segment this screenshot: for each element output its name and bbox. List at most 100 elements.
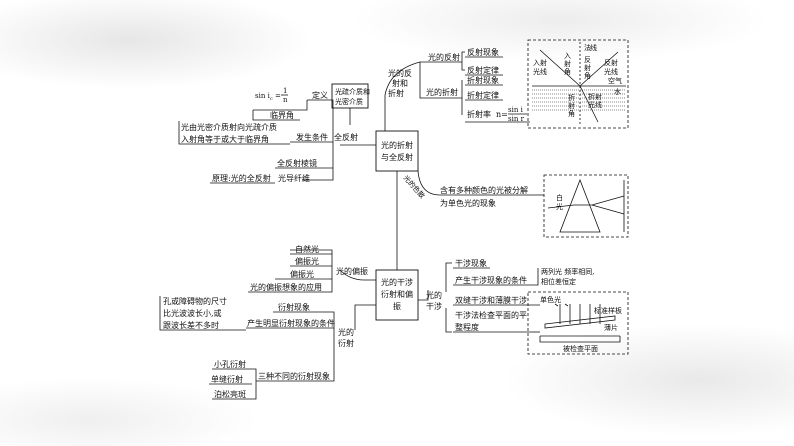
fig1-refr-angle-3: 角 <box>568 109 575 118</box>
fig2-white-2: 光 <box>556 202 563 211</box>
fig1-refl-angle-3: 角 <box>584 71 591 80</box>
index-num: sin i <box>508 106 524 114</box>
fig1-refl-ray-1: 反射 <box>604 58 618 67</box>
diff-note-2: 比光波波长小,或 <box>163 308 222 318</box>
disp-line1: 含有多种颜色的光被分解 <box>440 185 528 195</box>
total-refl-label: 全反射 <box>334 132 358 142</box>
fig3-base <box>539 336 621 343</box>
fig1-water: 水 <box>614 87 621 96</box>
crit-num: 1 <box>283 87 287 95</box>
fig1-incident-ray <box>539 49 581 87</box>
double-slit: 双缝干涉和薄膜干涉 <box>455 295 527 305</box>
center-interference-line2: 衍射和偏 <box>381 289 413 299</box>
fig1-incident-2: 光线 <box>533 67 547 76</box>
fig-refraction-frame <box>527 39 629 129</box>
fig1-refl-ray-2: 光线 <box>604 67 618 76</box>
pol-apply: 光的偏振想象的应用 <box>250 282 322 292</box>
diff-lower-bracket <box>256 338 335 382</box>
fig1-normal-1: 法 <box>584 43 591 52</box>
interference-l2: 干涉 <box>426 301 442 311</box>
fig1-refr-ray-2: 光线 <box>588 100 602 109</box>
cond-bracket <box>178 121 290 145</box>
center-interference-line3: 振 <box>393 301 401 311</box>
three-kinds: 三种不同的衍射现象 <box>258 371 330 381</box>
fiber-label: 光导纤维 <box>278 173 310 183</box>
fig-prism-frame <box>543 174 629 238</box>
fig1-water-hatch <box>532 89 626 111</box>
fig1-air: 空气 <box>608 76 622 85</box>
cond-note-bracket <box>535 268 539 286</box>
reflection-label: 光的反射 <box>428 52 460 62</box>
definition-label: 定义 <box>312 90 328 100</box>
crit-formula-sub: c <box>270 96 273 102</box>
flat-2: 整程度 <box>455 322 479 332</box>
interf-phenom: 干涉现象 <box>455 258 487 268</box>
poisson: 泊松亮斑 <box>214 389 246 399</box>
fig2-prism <box>559 178 601 233</box>
interference-l1: 光的 <box>426 290 442 300</box>
diffraction-l1: 光的 <box>338 327 354 337</box>
center-refraction-line1: 光的折射 <box>381 140 413 150</box>
condition-label: 发生条件 <box>296 132 328 142</box>
center-refraction-line2: 与全反射 <box>381 152 413 162</box>
reflect-refract-l3: 折射 <box>388 88 404 98</box>
index-label: 折射率 <box>467 109 491 119</box>
dispersion-line <box>417 170 520 196</box>
fig3-light-rays <box>559 304 601 324</box>
media-box <box>331 83 369 109</box>
diff-upper-bracket <box>273 311 335 338</box>
fig1-incident-1: 入射 <box>533 58 547 67</box>
refraction-line <box>419 62 462 99</box>
critical-underline <box>252 110 300 121</box>
center-interference-line1: 光的干涉 <box>381 277 413 287</box>
flat-1: 干涉法检查平面的平 <box>455 310 527 320</box>
fig1-refr-angle-2: 射 <box>568 101 575 110</box>
def-bracket <box>253 100 308 111</box>
fig1-refr-ray-1: 折射 <box>588 92 602 101</box>
fig1-refracted-ray <box>579 85 599 123</box>
index-den: sin r <box>508 115 525 123</box>
single-slit: 单缝衍射 <box>211 374 243 384</box>
cond-line1: 光由光密介质射向光疏介质 <box>181 122 277 132</box>
diffraction-line <box>354 304 376 330</box>
center-node-interference <box>375 269 419 321</box>
total-to-fiber <box>302 142 334 181</box>
fig3-tested: 被检查平面 <box>563 344 598 353</box>
crit-formula-left: sin i <box>255 92 271 100</box>
fig1-inc-angle-2: 射 <box>564 59 571 68</box>
fig3-thin: 薄片 <box>604 323 618 332</box>
fig-film-frame <box>527 291 629 355</box>
polarization-line <box>339 269 376 281</box>
poisson-underline <box>212 390 257 400</box>
diff-note-1: 孔或障碍物的尺寸 <box>163 296 227 306</box>
fig1-reflected-ray <box>579 51 619 87</box>
fig2-white-1: 白 <box>556 193 563 202</box>
index-formula: n= <box>496 110 508 119</box>
media-l1: 光疏介质和 <box>335 87 370 96</box>
fig1-refr-angle-1: 折 <box>568 93 575 102</box>
cond-line2: 入射角等于或大于临界角 <box>181 134 269 144</box>
diff-note-bracket <box>159 296 246 331</box>
total-to-def <box>307 99 334 142</box>
diffraction-l2: 衍射 <box>338 338 354 348</box>
natural-light: 自然光 <box>295 244 319 254</box>
refl-law: 反射定律 <box>467 65 499 75</box>
diff-note-3: 跟波长差不多时 <box>163 320 219 330</box>
refr-phenom: 折射现象 <box>467 75 499 85</box>
critical-angle: 临界角 <box>270 110 294 120</box>
diff-phenom: 衍射现象 <box>278 302 310 312</box>
interference-line <box>418 290 429 301</box>
branch-reflect-refract <box>384 61 421 131</box>
disp-line2: 为单色光的现象 <box>440 198 496 208</box>
media-l2: 光密介质 <box>335 97 363 106</box>
small-hole-underline <box>212 368 257 372</box>
diff-cond: 产生明显衍射现象的条件 <box>247 318 335 328</box>
pol-light-2: 偏振光 <box>290 269 314 279</box>
crit-den: n <box>283 96 288 104</box>
fig3-mono: 单色光 <box>540 295 561 304</box>
refr-law: 折射定律 <box>467 90 499 100</box>
fig2-dispersed-rays <box>574 195 625 215</box>
fig1-inc-angle-3: 角 <box>564 67 571 76</box>
center-node-refraction <box>375 130 419 172</box>
